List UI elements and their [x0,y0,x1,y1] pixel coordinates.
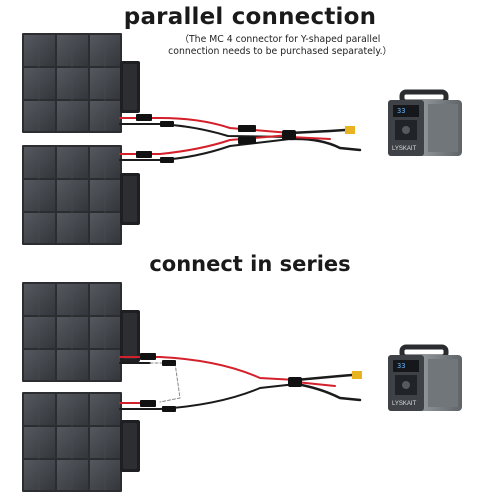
parallel-connectors [136,114,355,163]
station-display-readout-2: 33 [397,362,405,370]
station-brand-label: LYSKAIT [392,146,417,152]
station-display-readout: 33 [397,107,405,115]
parallel-connector-note: （The MC 4 connector for Y-shaped paralle… [140,34,420,58]
series-connection-title: connect in series [149,252,351,276]
solar-panel-series-top [21,281,141,383]
note-line-1: （The MC 4 connector for Y-shaped paralle… [179,34,381,45]
note-line-2: connection needs to be purchased separat… [168,46,392,57]
parallel-connection-title: parallel connection [123,4,377,30]
series-connectors [140,353,362,412]
solar-panel-series-bottom [21,391,141,493]
station-brand-label-2: LYSKAIT [392,401,417,407]
